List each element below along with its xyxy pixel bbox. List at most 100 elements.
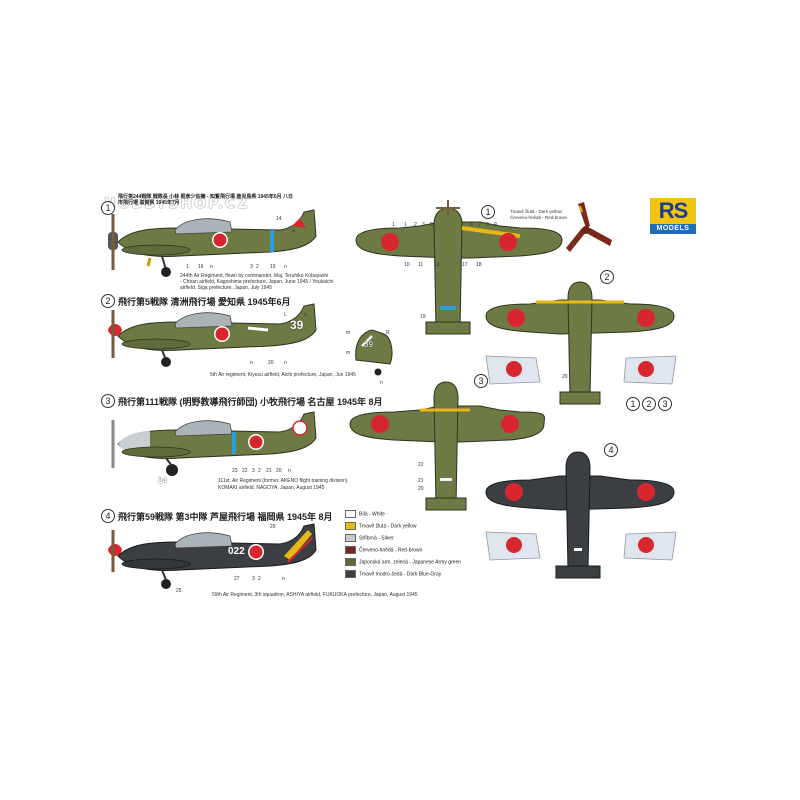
p3-marker-23: 23 <box>232 468 238 474</box>
top3-marker-22: 22 <box>418 462 424 468</box>
legend-swatch-dark-yellow <box>345 522 356 530</box>
top1-marker-10: 10 <box>404 262 410 268</box>
profile-1-number: 1 <box>101 201 115 215</box>
propeller-detail <box>566 202 612 252</box>
legend-label-dark-yellow: Tmavě žlutá - Dark yellow <box>359 523 417 530</box>
legend-row-silver: Stříbrná - Silver <box>345 534 394 544</box>
profile-1-caption-line-3: airfield, Siga prefecture, Japan, July 1… <box>180 285 272 291</box>
p4-marker-n: n <box>290 560 293 566</box>
legend-swatch-red-brown <box>345 546 356 554</box>
top-view-1-number: 1 <box>481 205 495 219</box>
underwing-set-number-1: 1 <box>626 397 640 411</box>
p4-marker-3: 3 <box>252 576 255 582</box>
legend-label-army-green: Japonská arm. zelená - Japanese Army gre… <box>359 559 461 566</box>
profile-1-side-view <box>108 209 317 277</box>
profile-3-side-view <box>111 411 317 476</box>
p1-marker-19: 19 <box>270 264 276 270</box>
profile-4-number: 4 <box>101 509 115 523</box>
top1-marker-7: 7 <box>478 222 481 228</box>
bottom-view-2-number: 2 <box>600 270 614 284</box>
top3-marker-20: 20 <box>418 486 424 492</box>
profile-1-header: 飛行第244戦隊 戦隊長 小林 照彦少佐機 - 知覧飛行場 鹿児島県 1945年… <box>118 194 294 206</box>
p2-marker-n: n <box>304 312 307 318</box>
p4-marker-2: 2 <box>258 576 261 582</box>
legend-row-dark-blue-gray: Tmavě modro-šedá - Dark Blue-Gray <box>345 570 441 580</box>
top1-marker-8: 8 <box>486 222 489 228</box>
p2tail-marker-39: 39 <box>364 340 373 349</box>
profile-4-side-view <box>108 523 317 589</box>
profile-2-tail-number: 39 <box>290 318 304 332</box>
rs-models-logo: RS MODELS <box>650 198 696 234</box>
top1-marker-9: 9 <box>494 222 497 228</box>
top1-marker-1b: 1 <box>404 222 407 228</box>
profile-2-header: 飛行第5戦隊 清洲飛行場 愛知県 1945年6月 <box>118 297 291 307</box>
profile-4-header: 飛行第59戦隊 第3中隊 芦屋飛行場 福岡県 1945年 8月 <box>118 512 333 522</box>
top-view-1 <box>355 200 563 335</box>
legend-swatch-army-green <box>345 558 356 566</box>
legend-swatch-white <box>345 510 356 518</box>
bottom-view-4 <box>485 451 675 579</box>
legend-row-army-green: Japonská arm. zelená - Japanese Army gre… <box>345 558 461 568</box>
top1-marker-3: 3 <box>422 222 425 228</box>
p3-marker-21: 21 <box>266 468 272 474</box>
p1-marker-16: 16 <box>198 264 204 270</box>
legend-label-red-brown: Červeno-hnědá - Red-brown <box>359 547 423 554</box>
legend-label-dark-blue-gray: Tmavě modro-šedá - Dark Blue-Gray <box>359 571 442 578</box>
bottom-view-2 <box>485 281 675 405</box>
p2tail-marker-R: R <box>386 330 390 336</box>
p2tail-marker-m: m <box>346 330 351 336</box>
top1-marker-19: 19 <box>420 314 426 320</box>
underwing-panels-4 <box>485 531 677 561</box>
top1-marker-5: 5 <box>430 222 433 228</box>
underwing-set-number-3: 3 <box>658 397 672 411</box>
logo-rs-text: RS <box>650 198 696 224</box>
p1-marker-n2: n <box>284 264 287 270</box>
p2-marker-n2: n <box>250 360 253 366</box>
legend-label-silver: Stříbrná - Silver <box>359 535 394 542</box>
profile-3-fuselage-code: 24 <box>158 476 167 485</box>
profile-4-fuselage-code: 022 <box>228 546 245 557</box>
profile-2-caption: 5th Air regiment, Kiyosu airfield, Aichi… <box>210 372 356 378</box>
underwing-panels-1 <box>485 355 677 385</box>
watermark-text: HOBBYSHOP.CZ <box>104 196 250 212</box>
top1-marker-6: 6 <box>470 222 473 228</box>
bottom4-marker-1: 1 <box>572 556 575 562</box>
p1-marker-2: 2 <box>256 264 259 270</box>
p2-marker-n3: n <box>284 360 287 366</box>
p4-marker-29: 29 <box>270 524 276 530</box>
top3-marker-21: 21 <box>418 478 424 484</box>
p3-marker-22: 22 <box>242 468 248 474</box>
legend-swatch-silver <box>345 534 356 542</box>
p4-marker-25: 25 <box>176 588 182 594</box>
profile-3-header: 飛行第111戦隊 (明野教導飛行師団) 小牧飛行場 名古屋 1945年 8月 <box>118 397 383 407</box>
logo-models-text: MODELS <box>656 225 690 232</box>
top1-marker-2: 2 <box>414 222 417 228</box>
p2tail-marker-n: n <box>380 380 383 386</box>
legend-row-white: Bílá - White <box>345 510 385 520</box>
profile-3-caption-line-1: 111st. Air Regiment (former. AKENO fligh… <box>218 478 348 484</box>
profile-2-tail-detail <box>355 329 393 376</box>
legend-row-red-brown: Červeno-hnědá - Red-brown <box>345 546 422 556</box>
propeller-label-dark-yellow: Tmavě žlutá - Dark yellow <box>510 209 562 214</box>
top1-marker-18: 18 <box>476 262 482 268</box>
profile-3-number: 3 <box>101 394 115 408</box>
profile-1-caption-line-1: 244th Air Regiment, flown by commander, … <box>180 273 329 279</box>
propeller-label-red-brown: Červeno-hnědá - Red-brown <box>510 215 568 220</box>
profile-4-caption: 59th Air Regiment, 3th squadron, ASHIYA … <box>212 592 418 598</box>
top-view-3-number: 3 <box>474 374 488 388</box>
p2tail-marker-m2: m <box>346 350 351 356</box>
underwing-set-number-2: 2 <box>642 397 656 411</box>
p3-marker-20: 20 <box>276 468 282 474</box>
top1-marker-11: 11 <box>418 262 424 268</box>
top1-marker-17: 17 <box>462 262 468 268</box>
top1-marker-13: 13 <box>434 262 440 268</box>
p1-marker-n: n <box>210 264 213 270</box>
bottom2-marker-20: 20 <box>562 374 568 380</box>
p3-marker-2: 2 <box>258 468 261 474</box>
p3-marker-3: 3 <box>252 468 255 474</box>
p4-marker-n2: n <box>282 576 285 582</box>
p2-marker-L: L <box>284 312 287 318</box>
legend-row-dark-yellow: Tmavě žlutá - Dark yellow <box>345 522 417 532</box>
profile-3-caption-line-2: KOMAKI airfield, NAGOYA, Japan, August 1… <box>218 485 325 491</box>
